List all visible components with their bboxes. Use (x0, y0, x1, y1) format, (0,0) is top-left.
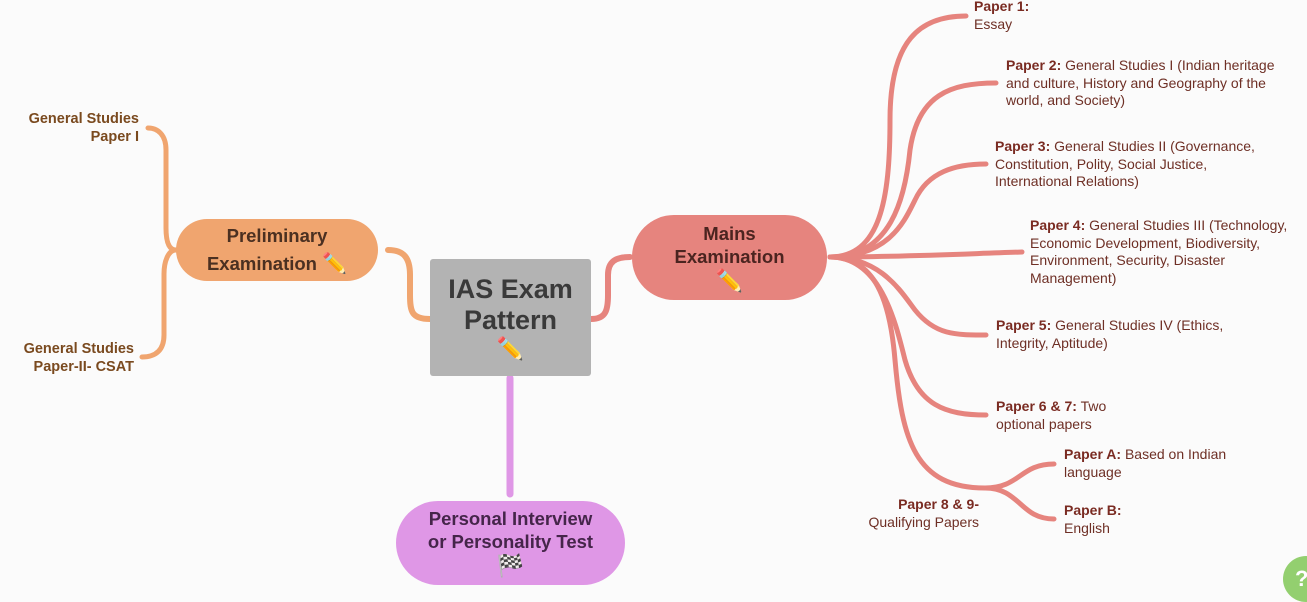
mains-paper-2[interactable]: Paper 2: General Studies I (Indian herit… (1006, 57, 1286, 110)
mains-paper-6-7-title: Paper 6 & 7: (996, 398, 1077, 414)
preliminary-examination-node[interactable]: Preliminary Examination ✏️ (176, 219, 378, 281)
mains-label-line1: Mains (703, 222, 756, 244)
mains-paper-8-9-title: Paper 8 & 9- (898, 496, 979, 512)
mains-paper-a[interactable]: Paper A: Based on Indian language (1064, 446, 1244, 481)
root-node[interactable]: IAS Exam Pattern ✏️ (430, 259, 591, 376)
connector-prelim-paper2 (139, 247, 179, 360)
mains-paper-a-desc: Based on Indian language (1064, 446, 1227, 480)
prelim-paper-2-line1: General Studies (23, 341, 134, 357)
connector-mains-paper1 (827, 13, 969, 260)
prelim-paper-1-line2: Paper I (90, 129, 139, 145)
mains-paper-8-9[interactable]: Paper 8 & 9- Qualifying Papers (846, 496, 979, 531)
mains-paper-5-title: Paper 5: (996, 317, 1052, 333)
connector-mains-paper5 (827, 254, 989, 338)
connector-root-mains (588, 254, 633, 322)
pencil-icon: ✏️ (715, 267, 744, 293)
prelim-paper-1-line1: General Studies (28, 111, 139, 127)
question-mark-icon: ? (1295, 566, 1307, 592)
mains-paper-3-title: Paper 3: (995, 138, 1051, 154)
connector-mains-paper4 (827, 249, 1025, 260)
connector-mains-paper3 (827, 161, 989, 260)
preliminary-label-line2: Examination (206, 253, 317, 274)
root-title-line2: Pattern (463, 304, 558, 335)
connector-mains-paper2 (827, 80, 999, 260)
connector-root-preliminary (385, 247, 433, 322)
interview-label-line1: Personal Interview (428, 508, 593, 529)
mains-paper-6-7[interactable]: Paper 6 & 7: Two optional papers (996, 398, 1121, 433)
mains-paper-3-desc: General Studies II (Governance, Constitu… (995, 138, 1255, 189)
checkered-flag-icon: 🏁 (496, 553, 525, 578)
mains-paper-8-9-desc: Qualifying Papers (868, 513, 979, 530)
prelim-paper-2[interactable]: General Studies Paper-II- CSAT (4, 340, 134, 376)
mains-paper-4[interactable]: Paper 4: General Studies III (Technology… (1030, 217, 1307, 287)
mains-paper-6-7-desc: Two optional papers (996, 398, 1107, 432)
connector-prelim-paper1 (145, 125, 179, 253)
mains-paper-5[interactable]: Paper 5: General Studies IV (Ethics, Int… (996, 317, 1246, 352)
mains-paper-b[interactable]: Paper B: English (1064, 502, 1184, 537)
mains-paper-4-title: Paper 4: (1030, 217, 1086, 233)
mains-paper-5-desc: General Studies IV (Ethics, Integrity, A… (996, 317, 1224, 351)
connector-paper89-paperA (982, 461, 1057, 491)
mains-paper-1[interactable]: Paper 1: Essay (974, 0, 1094, 33)
connector-paper89-paperB (982, 485, 1057, 522)
interview-label-line2: or Personality Test (427, 531, 594, 552)
mains-examination-node[interactable]: Mains Examination ✏️ (632, 215, 827, 300)
root-title-line1: IAS Exam (448, 273, 573, 304)
mains-paper-a-title: Paper A: (1064, 446, 1122, 462)
personal-interview-node[interactable]: Personal Interview or Personality Test 🏁 (396, 501, 625, 585)
mains-paper-2-title: Paper 2: (1006, 57, 1062, 73)
pencil-icon: ✏️ (322, 253, 348, 275)
mains-paper-1-title: Paper 1: (974, 0, 1030, 14)
mains-paper-b-desc: English (1064, 519, 1110, 536)
mains-paper-4-desc: General Studies III (Technology, Economi… (1030, 217, 1288, 286)
pencil-icon: ✏️ (496, 335, 525, 361)
mains-paper-2-desc: General Studies I (Indian heritage and c… (1006, 57, 1275, 108)
mains-paper-b-title: Paper B: (1064, 502, 1122, 518)
mains-paper-1-desc: Essay (974, 15, 1013, 32)
mains-label-line2: Examination (674, 245, 785, 267)
connector-mains-paper89 (827, 254, 988, 491)
prelim-paper-1[interactable]: General Studies Paper I (20, 110, 139, 146)
prelim-paper-2-line2: Paper-II- CSAT (33, 359, 134, 375)
preliminary-label-line1: Preliminary (226, 225, 328, 246)
mains-paper-3[interactable]: Paper 3: General Studies II (Governance,… (995, 138, 1265, 191)
